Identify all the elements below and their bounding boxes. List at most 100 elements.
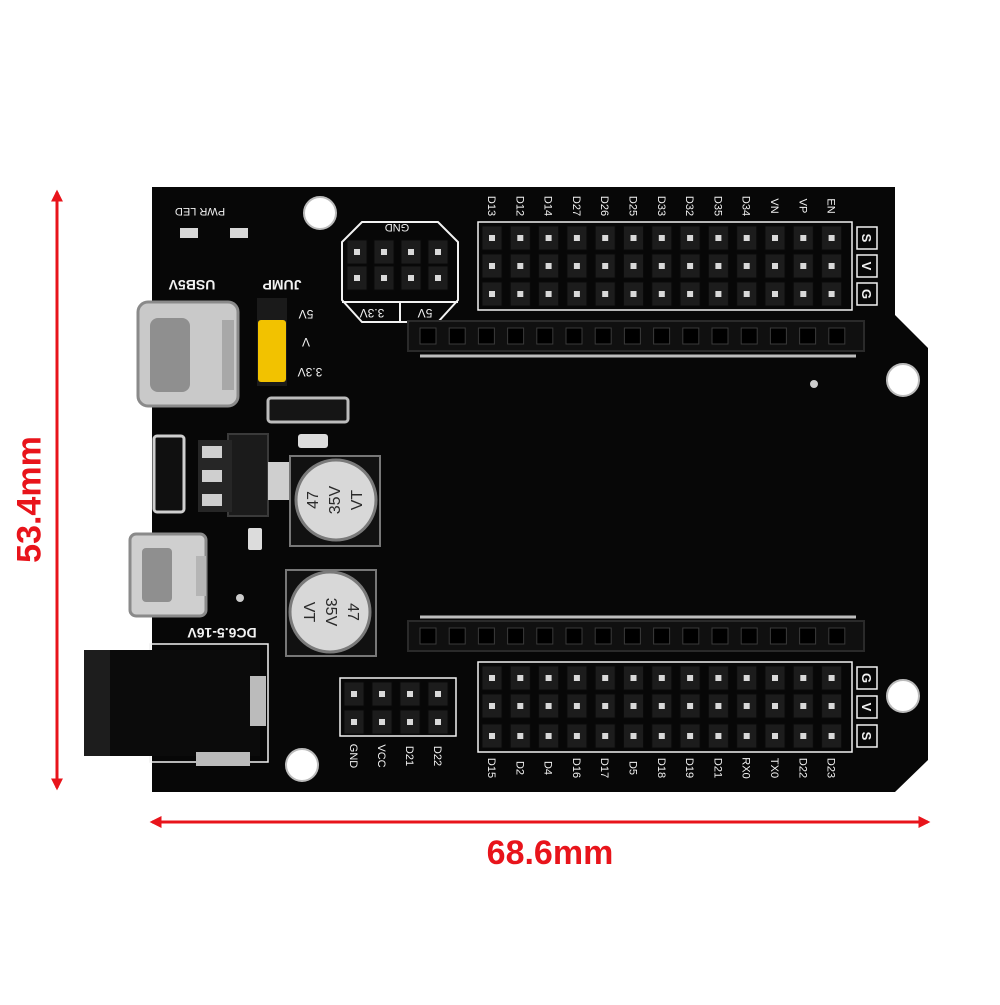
top-pin-label: D32: [683, 196, 695, 216]
header-pin: [573, 675, 580, 681]
female-socket: [799, 327, 817, 345]
header-pin: [772, 703, 778, 709]
header-pin: [658, 263, 665, 269]
female-socket: [536, 327, 554, 345]
female-socket: [711, 327, 729, 345]
header-pin: [658, 675, 665, 681]
female-socket: [653, 627, 671, 645]
dc-jack-face: [84, 650, 110, 756]
female-socket: [448, 627, 466, 645]
header-pin: [800, 235, 807, 241]
female-socket: [682, 627, 700, 645]
female-socket: [711, 627, 729, 645]
capacitor-series: VT: [300, 602, 317, 623]
header-pin: [602, 235, 609, 241]
header-pin: [381, 249, 387, 255]
header-pin: [573, 291, 580, 297]
bottom-pin-label: RX0: [740, 757, 752, 778]
header-pin: [687, 703, 694, 709]
header-pin: [435, 275, 441, 281]
header-pin: [630, 675, 637, 681]
jump-v-label: V: [302, 335, 310, 349]
dc-jack-pin: [250, 676, 266, 726]
small-smd: [248, 528, 262, 550]
bottom-pin-label: D15: [485, 758, 497, 778]
aux-pin-label: GND: [347, 744, 359, 769]
header-pin: [658, 235, 665, 241]
usb-c-port-opening: [150, 318, 190, 392]
row-marker-label: S: [859, 732, 874, 741]
aux-pin-label: D22: [431, 746, 443, 766]
header-pin: [687, 263, 694, 269]
top-pin-label: D25: [627, 196, 639, 216]
v33-label: 3.3V: [360, 306, 385, 320]
header-pin: [800, 291, 807, 297]
regulator-pin: [202, 470, 222, 482]
top-pin-label: D34: [740, 196, 752, 216]
header-pin: [828, 263, 835, 269]
header-pin: [545, 291, 552, 297]
header-pin: [489, 703, 495, 709]
header-pin: [828, 733, 835, 739]
row-marker-box: [856, 724, 878, 748]
mounting-hole: [886, 363, 920, 397]
bottom-pin-label: D4: [542, 761, 554, 775]
header-pin: [800, 675, 807, 681]
header-pin: [715, 263, 722, 269]
female-socket: [477, 627, 495, 645]
capacitor-value: 47: [305, 491, 322, 509]
female-socket: [477, 327, 495, 345]
header-pin: [630, 733, 637, 739]
header-pin: [772, 733, 778, 739]
via: [810, 380, 818, 388]
bottom-pin-label: D23: [825, 758, 837, 778]
bottom-female-holes: [419, 627, 846, 645]
header-pin: [489, 675, 495, 681]
header-pin: [743, 675, 750, 681]
female-socket: [682, 327, 700, 345]
header-pin: [517, 263, 524, 269]
bottom-pin-label: D21: [711, 758, 723, 778]
header-pin: [354, 275, 360, 281]
aux-header-outline: [339, 677, 457, 737]
header-pin: [489, 733, 495, 739]
mounting-hole: [886, 679, 920, 713]
female-socket: [769, 327, 787, 345]
bottom-pin-label: D2: [513, 761, 525, 775]
top-pin-label: D35: [711, 196, 723, 216]
female-socket: [594, 327, 612, 345]
header-pin: [517, 675, 524, 681]
bottom-row-markers: GVS: [856, 666, 878, 748]
power-header-pins: [346, 239, 449, 291]
header-pin: [743, 703, 750, 709]
micro-usb-pins: [196, 556, 206, 596]
header-pin: [602, 291, 609, 297]
header-pin: [489, 235, 495, 241]
capacitor-can: [288, 570, 372, 654]
header-pin: [715, 733, 722, 739]
header-pin: [435, 249, 441, 255]
row-marker-label: S: [859, 234, 874, 243]
row-marker-box: [856, 282, 878, 306]
female-socket: [448, 327, 466, 345]
header-pin: [800, 733, 807, 739]
row-marker-box: [856, 666, 878, 690]
top-pin-label: D27: [570, 196, 582, 216]
top-row-markers: SVG: [856, 226, 878, 306]
capacitor-voltage: 35V: [327, 485, 344, 514]
header-pin: [354, 249, 360, 255]
fuse-component: [152, 434, 186, 514]
header-pin: [743, 291, 750, 297]
header-pin: [687, 291, 694, 297]
female-socket: [594, 627, 612, 645]
top-pin-label: D14: [542, 196, 554, 216]
aux-pin-label: VCC: [375, 744, 387, 767]
bottom-pin-label: D22: [796, 758, 808, 778]
bottom-pin-label: D18: [655, 758, 667, 778]
header-pin: [658, 703, 665, 709]
jump-label: JUMP: [263, 277, 302, 293]
